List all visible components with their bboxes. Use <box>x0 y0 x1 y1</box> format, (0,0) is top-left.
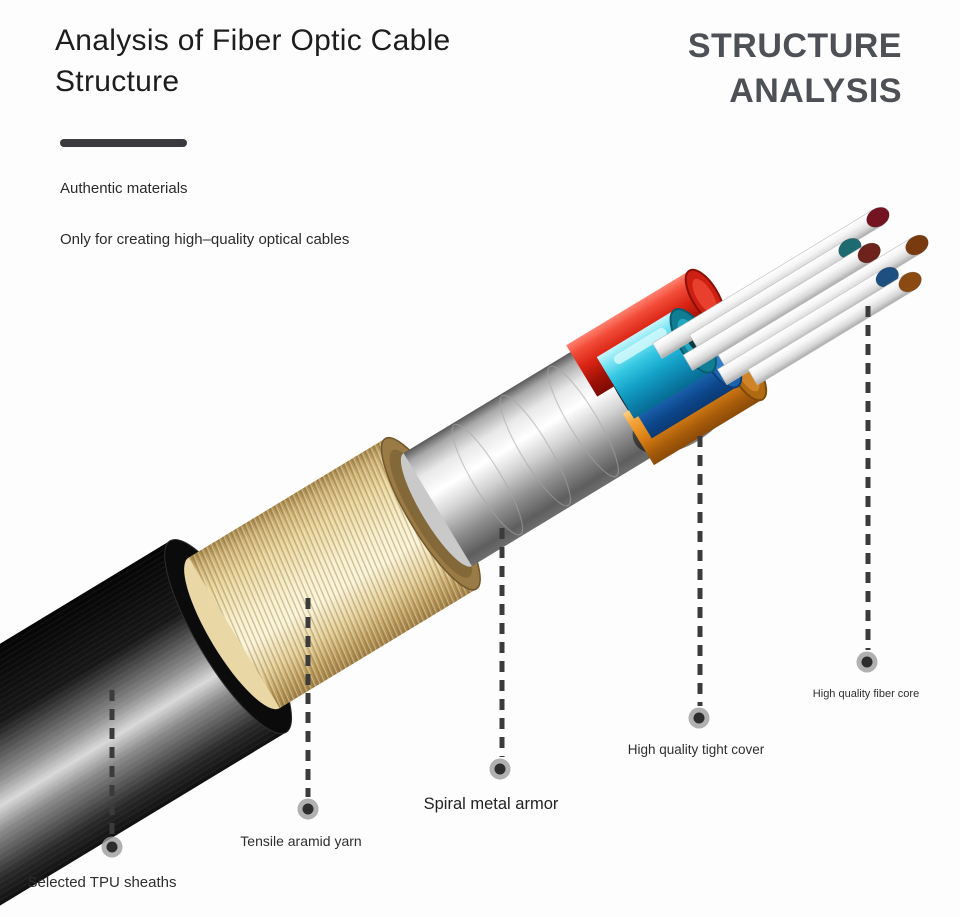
intro-line-quality-cables: Only for creating high–quality optical c… <box>60 231 350 248</box>
callout-lines <box>101 306 878 858</box>
callout-label-fiber-core: High quality fiber core <box>812 688 920 700</box>
callout-label-tpu-sheath: Selected TPU sheaths <box>27 874 177 891</box>
fiber-cores <box>652 207 929 386</box>
intro-line-authentic-materials: Authentic materials <box>60 180 188 197</box>
callout-dot-tight-cover <box>693 712 705 724</box>
watermark-line-2: ANALYSIS <box>729 72 902 110</box>
callout-label-aramid-yarn: Tensile aramid yarn <box>240 833 362 849</box>
page-title-line-2: Structure <box>55 65 180 98</box>
page-title-line-1: Analysis of Fiber Optic Cable <box>55 24 451 57</box>
callout-dot-aramid-yarn <box>302 803 314 815</box>
callout-dot-metal-armor <box>494 763 506 775</box>
watermark-line-1: STRUCTURE <box>687 27 902 65</box>
callout-line-fiber-core <box>856 306 878 673</box>
callout-line-metal-armor <box>489 528 511 780</box>
callout-dot-fiber-core <box>861 656 873 668</box>
title-underline <box>60 139 187 147</box>
callout-line-aramid-yarn <box>297 598 319 820</box>
callout-label-tight-cover: High quality tight cover <box>627 742 765 757</box>
callout-line-tight-cover <box>688 436 710 729</box>
callout-label-metal-armor: Spiral metal armor <box>423 795 559 813</box>
cable <box>0 207 929 917</box>
callout-dot-tpu-sheath <box>106 841 118 853</box>
watermark-title: STRUCTURE ANALYSIS <box>688 24 902 114</box>
callout-line-tpu-sheath <box>101 690 123 858</box>
